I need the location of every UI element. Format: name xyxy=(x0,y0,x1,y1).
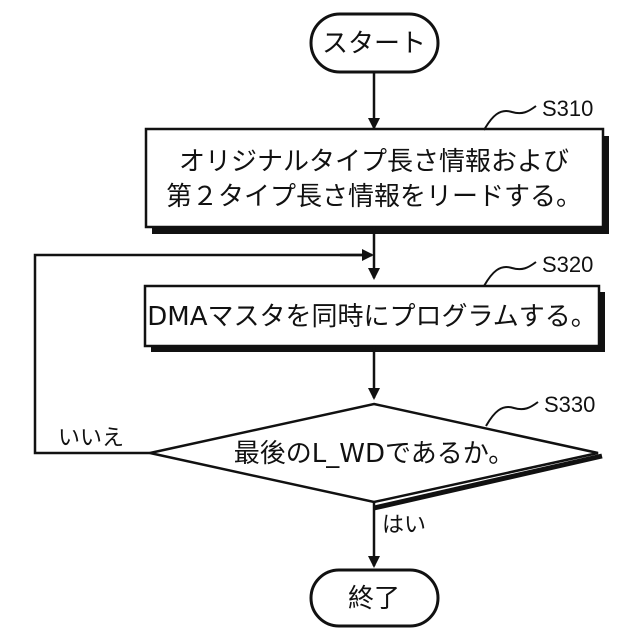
yes-label: はい xyxy=(382,513,426,538)
decision-ref-leader xyxy=(486,402,538,426)
decision-ref: S330 xyxy=(544,392,595,417)
decision-label: 最後のL_WDであるか。 xyxy=(234,439,514,469)
step2-node: DMAマスタを同時にプログラムする。 xyxy=(145,286,605,352)
step1-ref-leader xyxy=(484,106,536,130)
step1-node: オリジナルタイプ長さ情報および 第２タイプ長さ情報をリードする。 xyxy=(146,129,609,234)
step2-label: DMAマスタを同時にプログラムする。 xyxy=(147,302,596,332)
step1-ref: S310 xyxy=(542,96,593,121)
step1-label-line1: オリジナルタイプ長さ情報および xyxy=(179,147,569,177)
end-label: 終了 xyxy=(348,584,400,614)
step2-ref-leader xyxy=(484,262,536,286)
start-label: スタート xyxy=(322,29,426,59)
step2-ref: S320 xyxy=(542,252,593,277)
decision-node: 最後のL_WDであるか。 xyxy=(150,404,602,508)
start-node: スタート xyxy=(311,14,438,72)
no-label: いいえ xyxy=(58,426,124,451)
step1-label-line2: 第２タイプ長さ情報をリードする。 xyxy=(166,182,582,212)
end-node: 終了 xyxy=(311,570,438,626)
